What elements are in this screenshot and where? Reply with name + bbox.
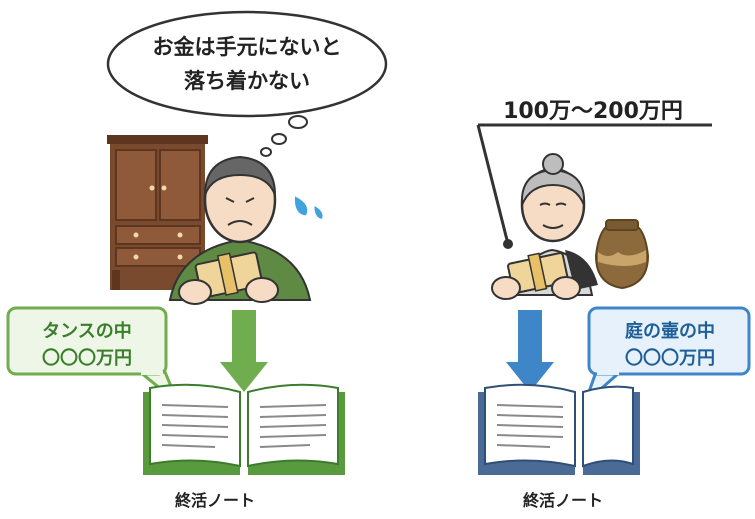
right-callout-line-1: 庭の壷の中: [625, 321, 715, 342]
thought-line-2: 落ち着かない: [184, 69, 310, 93]
green-down-arrow-icon: [220, 310, 268, 392]
old-man-figure: [168, 155, 312, 305]
left-callout-text: タンスの中 〇〇〇万円: [17, 318, 157, 372]
left-callout-line-1: タンスの中: [42, 321, 132, 342]
right-callout-text: 庭の壷の中 〇〇〇万円: [595, 318, 745, 372]
amount-label: 100万〜200万円: [503, 99, 683, 124]
left-caption: 終活ノート: [174, 491, 255, 510]
right-caption: 終活ノート: [522, 491, 603, 510]
blue-down-arrow-icon: [506, 310, 554, 392]
thought-line-1: お金は手元にないと: [152, 35, 342, 59]
thought-bubble-text: お金は手元にないと 落ち着かない: [122, 30, 372, 98]
left-callout-line-2: 〇〇〇万円: [42, 348, 132, 369]
old-woman-figure: [491, 153, 598, 300]
sweat-drops-icon: [294, 196, 323, 219]
right-notebook-icon: [478, 383, 640, 475]
money-bundle-icon: [194, 251, 264, 299]
jar-icon: [594, 219, 650, 290]
amount-pointer: [476, 123, 712, 249]
right-callout-line-2: 〇〇〇万円: [625, 348, 715, 369]
left-notebook-icon: [143, 383, 345, 475]
wardrobe-icon: [107, 135, 208, 290]
thought-bubble: [106, 10, 388, 157]
